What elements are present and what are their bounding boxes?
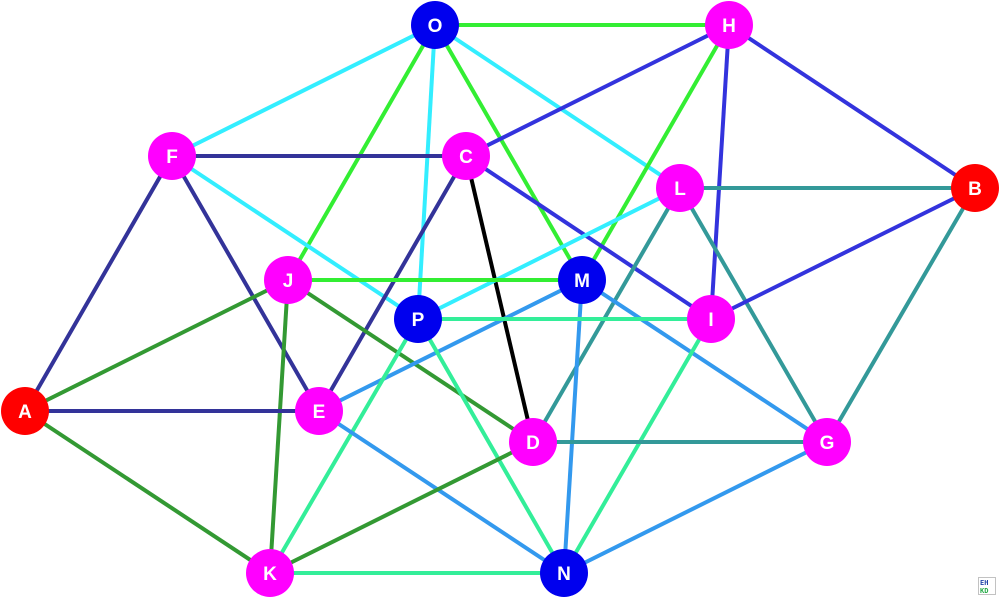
node-circle-g: [803, 418, 851, 466]
node-circle-a: [1, 387, 49, 435]
node-label-j: J: [283, 271, 294, 292]
edge-b-i: [710, 186, 976, 321]
node-label-i: I: [708, 310, 713, 331]
edge-j-d: [286, 278, 535, 444]
node-label-h: H: [722, 16, 736, 37]
edge-c-i: [464, 154, 713, 321]
edge-i-n: [562, 317, 713, 575]
node-g: G: [803, 418, 851, 466]
node-circle-n: [540, 549, 588, 597]
edge-j-k: [268, 279, 290, 574]
logo-text-bottom: KD: [980, 587, 988, 595]
node-circle-f: [148, 132, 196, 180]
edge-h-m: [580, 24, 731, 281]
node-label-f: F: [166, 147, 178, 168]
node-label-a: A: [18, 402, 32, 423]
node-circle-e: [295, 387, 343, 435]
edge-l-d: [531, 186, 682, 444]
edge-o-l: [433, 23, 682, 190]
edge-o-f: [171, 23, 436, 158]
edge-o-p: [416, 24, 437, 320]
node-label-b: B: [968, 179, 982, 200]
node-circle-m: [558, 256, 606, 304]
node-f: F: [148, 132, 196, 180]
node-j: J: [264, 256, 312, 304]
node-label-c: C: [459, 147, 473, 168]
edge-m-e: [318, 278, 583, 413]
edge-j-a: [24, 278, 289, 413]
edge-e-n: [317, 409, 566, 575]
edge-p-k: [268, 317, 420, 575]
node-label-k: K: [263, 564, 277, 585]
node-label-m: M: [574, 271, 590, 292]
edge-f-e: [170, 155, 321, 412]
node-l: L: [656, 164, 704, 212]
logo-icon: EH KD: [978, 577, 996, 595]
edges-layer: [23, 23, 977, 575]
node-label-g: G: [820, 433, 835, 454]
node-p: P: [394, 295, 442, 343]
node-i: I: [687, 295, 735, 343]
node-m: M: [558, 256, 606, 304]
edge-c-d: [464, 155, 535, 443]
node-n: N: [540, 549, 588, 597]
edge-h-c: [465, 23, 730, 158]
edge-c-e: [317, 155, 468, 412]
node-circle-o: [411, 1, 459, 49]
node-b: B: [951, 164, 999, 212]
edge-a-k: [23, 409, 272, 575]
node-k: K: [246, 549, 294, 597]
node-label-e: E: [313, 402, 326, 423]
node-o: O: [411, 1, 459, 49]
edge-g-n: [563, 440, 828, 575]
node-label-d: D: [526, 433, 540, 454]
edge-o-j: [286, 24, 437, 281]
edge-m-g: [580, 278, 829, 444]
edge-d-k: [269, 440, 534, 575]
edge-l-g: [678, 186, 829, 444]
node-h: H: [705, 1, 753, 49]
edge-f-a: [23, 155, 174, 412]
node-d: D: [509, 418, 557, 466]
node-e: E: [295, 387, 343, 435]
node-circle-c: [442, 132, 490, 180]
edge-p-n: [416, 318, 566, 574]
edge-o-m: [433, 24, 584, 281]
node-circle-h: [705, 1, 753, 49]
edge-h-i: [709, 24, 731, 320]
node-circle-p: [394, 295, 442, 343]
logo-text-top: EH: [980, 579, 988, 587]
node-label-n: N: [557, 564, 571, 585]
node-circle-k: [246, 549, 294, 597]
edge-m-n: [562, 279, 584, 574]
edge-h-b: [727, 23, 977, 190]
node-circle-l: [656, 164, 704, 212]
edge-l-p: [417, 186, 681, 321]
node-circle-b: [951, 164, 999, 212]
node-c: C: [442, 132, 490, 180]
node-a: A: [1, 387, 49, 435]
node-circle-i: [687, 295, 735, 343]
node-label-o: O: [428, 16, 443, 37]
edge-f-p: [170, 154, 420, 321]
node-label-l: L: [674, 179, 686, 200]
node-circle-d: [509, 418, 557, 466]
node-label-p: P: [412, 310, 425, 331]
node-circle-j: [264, 256, 312, 304]
edge-b-g: [825, 186, 977, 444]
